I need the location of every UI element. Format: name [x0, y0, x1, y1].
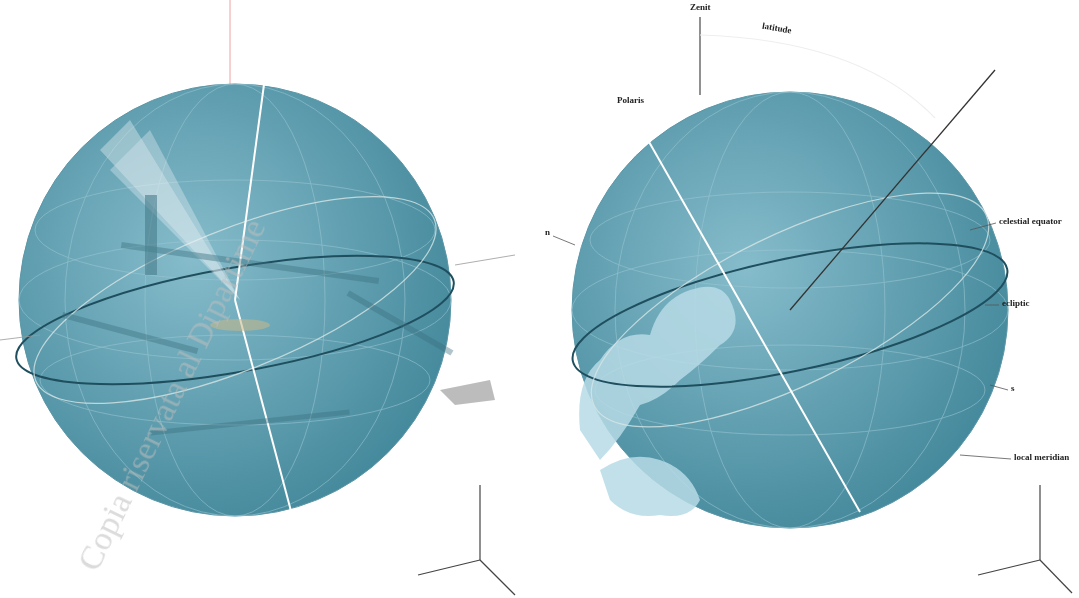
celestial-equator-label: celestial equator: [999, 217, 1062, 227]
latitude-label: latitude: [761, 22, 792, 37]
local-meridian-label: local meridian: [1014, 453, 1069, 463]
polaris-label: Polaris: [617, 96, 644, 106]
ecliptic-label: ecliptic: [1002, 299, 1030, 309]
north-label: n: [545, 228, 550, 238]
south-label: s: [1011, 384, 1015, 394]
zenith-label: Zenit: [690, 3, 711, 13]
